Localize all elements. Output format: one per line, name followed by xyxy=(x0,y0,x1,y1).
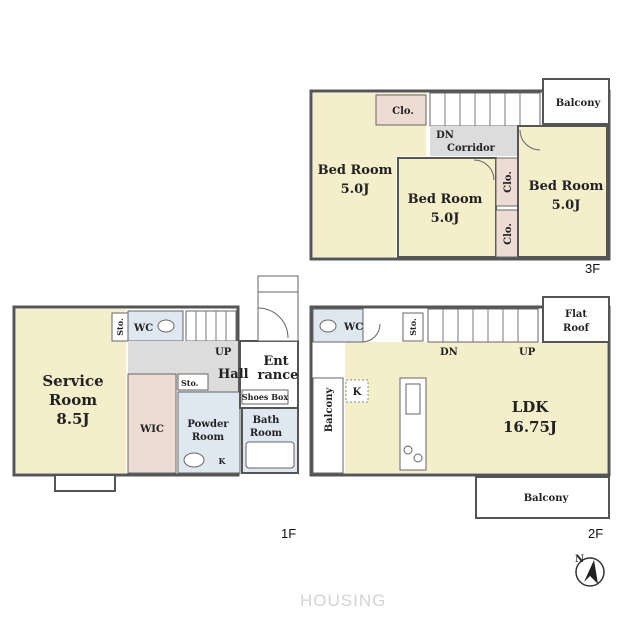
2f-floor-label: 2F xyxy=(588,526,603,541)
3f-stair-area xyxy=(429,92,541,127)
2f-storage-area xyxy=(402,312,424,342)
2f-stair-area xyxy=(427,308,539,343)
2f-toilet-icon xyxy=(319,319,337,333)
1f-basin-icon xyxy=(183,452,205,468)
1f-up-label: UP xyxy=(215,347,232,358)
2f-wc-label: WC xyxy=(343,322,363,333)
2f-balcony-side-area xyxy=(312,377,344,474)
3f-stair-treads xyxy=(444,93,521,126)
3f-bedroom-left-size: 5.0J xyxy=(341,182,370,197)
1f-service-room-size: 8.5J xyxy=(56,410,89,428)
compass-north-label: N xyxy=(575,554,584,565)
2f-stove-icon-b xyxy=(413,453,423,463)
1f-bathtub-icon xyxy=(245,441,295,469)
2f-stair-treads xyxy=(442,309,519,342)
1f-hall-label: Hall xyxy=(218,367,249,382)
1f-storage-a-area xyxy=(111,312,129,342)
2f-up-label: UP xyxy=(519,347,536,358)
compass-needle-icon xyxy=(584,560,598,584)
1f-storage-b-label: Sto. xyxy=(181,378,199,388)
2f-stove-icon-a xyxy=(403,445,413,455)
1f-bath-line1: Bath xyxy=(253,415,281,426)
1f-k-label: K xyxy=(219,456,227,466)
3f-bedroom-right-area xyxy=(517,125,608,258)
2f-dn-label: DN xyxy=(440,347,458,358)
compass-ring-icon xyxy=(575,557,605,587)
3f-closet-right-b-label: Clo. xyxy=(503,223,514,245)
floor-3f: Bed Room 5.0J Bed Room 5.0J Bed Room 5.0… xyxy=(309,78,611,276)
2f-kitchen-k-label: K xyxy=(353,387,362,398)
2f-door-arc xyxy=(361,323,381,343)
1f-entrance-line1: Ent xyxy=(263,354,288,369)
compass: N xyxy=(575,554,605,587)
1f-entrance-door-arc xyxy=(257,307,289,339)
floor-2f: LDK 16.75J WC Sto. DN UP Flat Roof Balco… xyxy=(309,296,611,541)
1f-shoes-box-area xyxy=(241,389,289,405)
2f-ldk-name: LDK xyxy=(512,398,550,416)
3f-dn-label: DN xyxy=(436,130,454,141)
3f-bedroom-center-area xyxy=(397,157,497,258)
3f-balcony-label: Balcony xyxy=(556,98,602,109)
3f-balcony-area xyxy=(542,78,610,125)
2f-balcony-bottom-label: Balcony xyxy=(524,493,570,504)
3f-bedroom-center-name: Bed Room xyxy=(408,192,483,207)
3f-bedroom-right-name: Bed Room xyxy=(529,179,604,194)
1f-wic-label: WIC xyxy=(139,424,164,435)
1f-entrance-line2: rance xyxy=(258,368,299,383)
2f-fridge-area xyxy=(345,379,369,403)
1f-toilet-icon xyxy=(157,319,175,333)
3f-corridor-area xyxy=(430,126,522,156)
1f-bay-window xyxy=(54,474,116,492)
3f-bedroom-right-size: 5.0J xyxy=(552,198,581,213)
1f-service-room-name-1: Service xyxy=(42,372,103,390)
1f-stair-treads xyxy=(195,311,227,341)
2f-storage-label: Sto. xyxy=(408,318,418,336)
floor-1f: Service Room 8.5J WC Sto. Sto. UP Hall E… xyxy=(12,275,299,541)
1f-stair-area xyxy=(185,310,237,342)
3f-door-arc-1 xyxy=(473,159,495,181)
3f-closet-right-a-label: Clo. xyxy=(503,171,514,193)
3f-bedroom-center-size: 5.0J xyxy=(431,211,460,226)
1f-storage-b-area xyxy=(177,373,209,391)
2f-ldk-area xyxy=(345,342,607,473)
3f-closet-top-area xyxy=(375,94,427,126)
1f-shoes-box-label: Shoes Box xyxy=(242,392,288,402)
2f-flat-roof-line1: Flat xyxy=(565,309,587,320)
3f-bedroom-left-name: Bed Room xyxy=(318,163,393,178)
1f-powder-line1: Powder xyxy=(187,419,229,430)
1f-wc-label: WC xyxy=(133,323,153,334)
1f-wic-area xyxy=(127,373,177,474)
2f-flat-roof-area xyxy=(542,296,610,343)
1f-floor-label: 1F xyxy=(281,526,296,541)
1f-powder-line2: Room xyxy=(192,432,225,443)
3f-door-arc-2 xyxy=(519,129,541,151)
3f-corridor-label: Corridor xyxy=(447,143,496,154)
1f-bath-line2: Room xyxy=(250,428,283,439)
watermark: HOUSING xyxy=(300,591,386,610)
1f-storage-a-label: Sto. xyxy=(115,318,125,336)
3f-floor-label: 3F xyxy=(585,261,600,276)
2f-ldk-size: 16.75J xyxy=(503,418,557,436)
2f-sink-icon xyxy=(405,383,421,415)
2f-balcony-side-label: Balcony xyxy=(324,387,335,433)
2f-balcony-bottom-area xyxy=(475,476,610,519)
3f-closet-top-label: Clo. xyxy=(392,106,414,117)
2f-flat-roof-line2: Roof xyxy=(563,323,590,334)
1f-service-room-name-2: Room xyxy=(49,391,97,409)
1f-service-room-area xyxy=(16,309,126,473)
